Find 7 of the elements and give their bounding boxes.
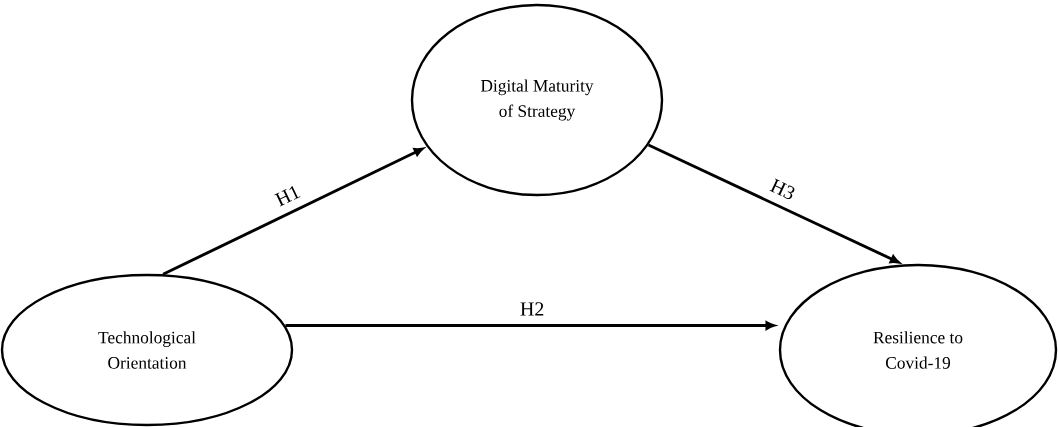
edge-label: H2 (520, 302, 544, 316)
ellipse-node: Technological Orientation (0, 273, 294, 427)
ellipse-node: Digital Maturity of Strategy (410, 3, 664, 197)
edge-label: H3 (769, 178, 795, 200)
arrow (162, 147, 424, 276)
edge-label: H1 (274, 185, 301, 207)
arrow (647, 143, 900, 264)
